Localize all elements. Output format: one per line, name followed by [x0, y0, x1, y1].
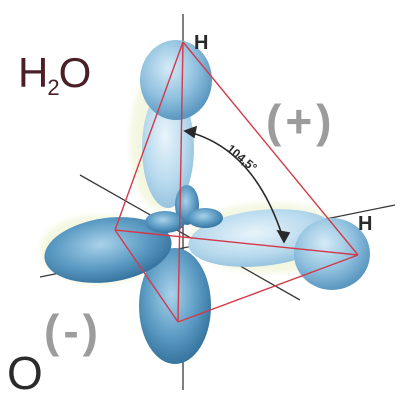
- positive-charge-label: (+): [266, 95, 336, 147]
- formula-o: O: [58, 49, 92, 96]
- hydrogen-orbital-top: [140, 40, 212, 120]
- center-lobe-b: [187, 208, 223, 228]
- formula-subscript: 2: [47, 75, 59, 100]
- bond-angle-arc: [183, 125, 291, 244]
- hydrogen-label-right: H: [358, 213, 373, 235]
- hydrogen-label-top: H: [194, 32, 209, 54]
- tetrahedron-edges: [114, 41, 359, 323]
- bond-angle-label: 104,5°: [224, 142, 260, 175]
- water-formula: H2O: [18, 49, 92, 100]
- lone-pair-lobe-bottom: [139, 248, 211, 364]
- formula-h: H: [18, 49, 48, 96]
- center-lobe-c: [145, 211, 185, 233]
- negative-charge-label: (-): [44, 305, 102, 357]
- oxygen-label: O: [7, 347, 43, 399]
